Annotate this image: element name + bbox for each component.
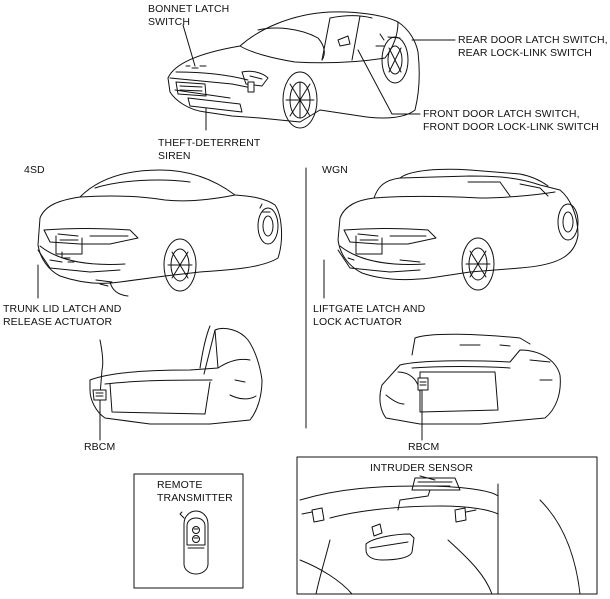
theft-deterrent-siren-label-line1: THEFT-DETERRENT xyxy=(158,137,261,149)
sedan-open-trunk-illustration xyxy=(89,325,263,425)
rear-door-latch-switch-label: REAR DOOR LATCH SWITCH, REAR LOCK-LINK S… xyxy=(458,34,608,59)
trunk-lid-actuator-label-line2: RELEASE ACTUATOR xyxy=(3,315,113,328)
trunk-lid-actuator-label-line1: TRUNK LID LATCH AND xyxy=(3,303,122,315)
theft-deterrent-siren-label: THEFT-DETERRENT SIREN xyxy=(158,137,260,162)
remote-transmitter-label-line2: TRANSMITTER xyxy=(157,491,233,504)
wagon-open-liftgate-illustration xyxy=(379,333,561,425)
liftgate-actuator-label-line2: LOCK ACTUATOR xyxy=(313,315,403,328)
intruder-sensor-illustration xyxy=(299,477,581,595)
bonnet-latch-switch-label: BONNET LATCH SWITCH xyxy=(148,3,229,28)
bonnet-latch-switch-label-line1: BONNET LATCH xyxy=(148,3,230,15)
remote-transmitter-box xyxy=(133,473,244,589)
rear-door-latch-switch-label-line2: REAR LOCK-LINK SWITCH xyxy=(458,46,592,59)
intruder-sensor-box xyxy=(296,456,598,595)
variant-label-wgn: WGN xyxy=(322,164,348,176)
liftgate-actuator-label: LIFTGATE LATCH AND LOCK ACTUATOR xyxy=(313,303,425,328)
remote-transmitter-label-line1: REMOTE xyxy=(157,479,203,491)
remote-transmitter-illustration xyxy=(179,510,209,575)
liftgate-actuator-label-line1: LIFTGATE LATCH AND xyxy=(313,303,426,315)
trunk-lid-actuator-label: TRUNK LID LATCH AND RELEASE ACTUATOR xyxy=(3,303,121,328)
rbcm-sedan-label: RBCM xyxy=(84,441,116,453)
front-door-latch-switch-label-line2: FRONT DOOR LOCK-LINK SWITCH xyxy=(423,120,599,133)
intruder-sensor-leader xyxy=(419,475,436,481)
remote-transmitter-label: REMOTE TRANSMITTER xyxy=(157,479,233,504)
bonnet-latch-switch-label-line2: SWITCH xyxy=(148,15,191,28)
theft-deterrent-siren-label-line2: SIREN xyxy=(158,149,191,162)
rear-door-latch-switch-label-line1: REAR DOOR LATCH SWITCH, xyxy=(458,34,608,46)
rear-wagon-illustration xyxy=(337,168,579,291)
variant-label-4sd: 4SD xyxy=(24,164,45,176)
rbcm-wagon-label: RBCM xyxy=(408,441,440,453)
top-leader-lines xyxy=(182,24,456,131)
intruder-sensor-label: INTRUDER SENSOR xyxy=(370,462,474,474)
front-door-latch-switch-label: FRONT DOOR LATCH SWITCH, FRONT DOOR LOCK… xyxy=(423,108,599,133)
front-sedan-illustration xyxy=(167,11,420,129)
front-door-latch-switch-label-line1: FRONT DOOR LATCH SWITCH, xyxy=(423,108,580,120)
rear-sedan-illustration xyxy=(37,169,283,297)
